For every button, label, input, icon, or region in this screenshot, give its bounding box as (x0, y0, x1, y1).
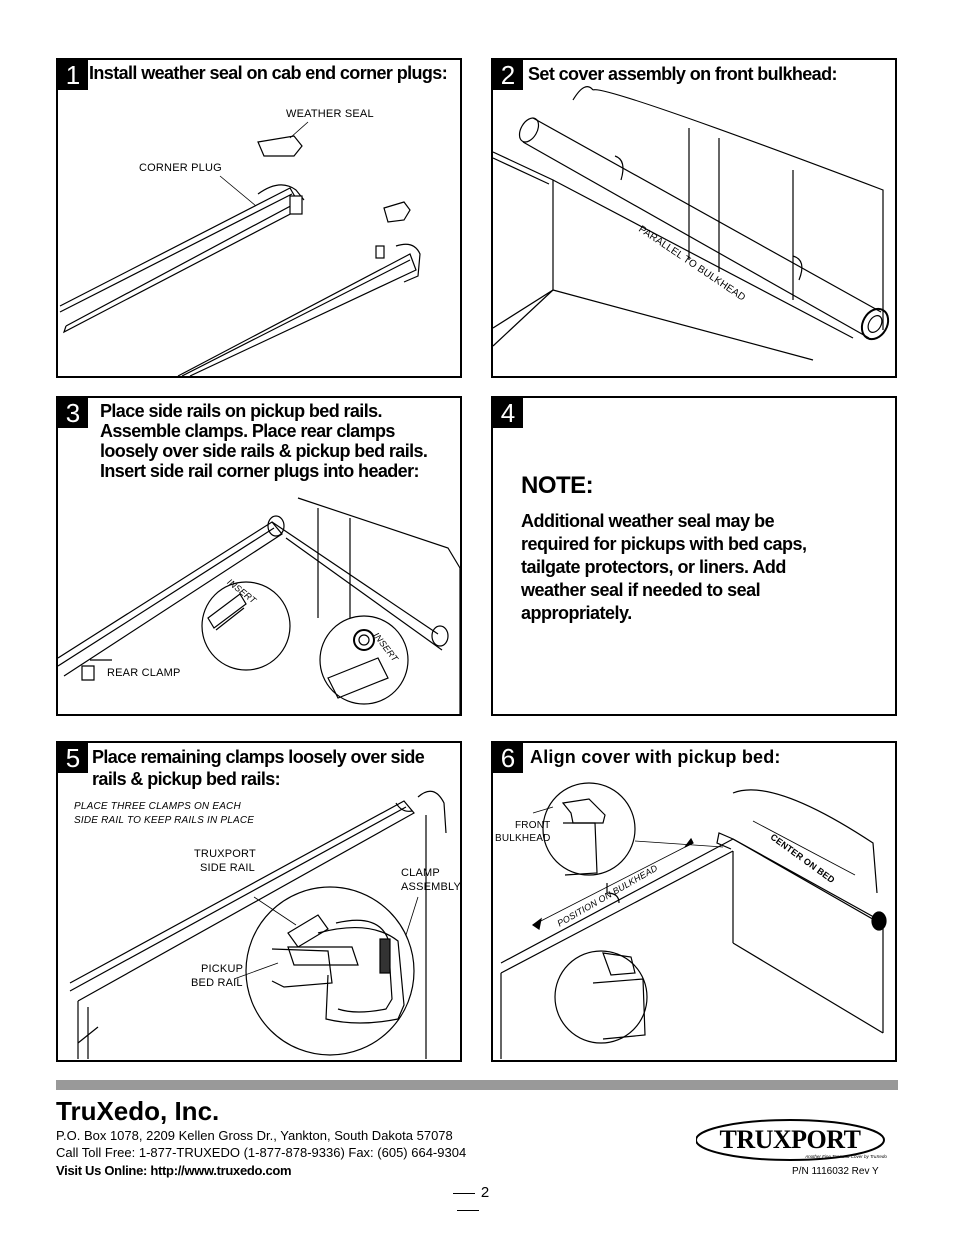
step-title: Align cover with pickup bed: (530, 747, 781, 767)
note-line-2: required for pickups with bed caps, (521, 534, 807, 554)
note-line-5: appropriately. (521, 603, 632, 623)
company-name: TruXedo, Inc. (56, 1096, 220, 1126)
step-5-panel: 5 Place remaining clamps loosely over si… (56, 741, 462, 1062)
step-6-panel: 6 Align cover with pickup bed: (491, 741, 897, 1062)
company-phone: Call Toll Free: 1-877-TRUXEDO (1-877-878… (56, 1145, 467, 1160)
step-title: Set cover assembly on front bulkhead: (528, 64, 837, 84)
step-4-panel: 4 NOTE: Additional weather seal may be r… (491, 396, 897, 716)
note-heading: NOTE: (521, 472, 594, 499)
step-3-panel: 3 Place side rails on pickup bed rails. … (56, 396, 462, 716)
step-number: 6 (493, 743, 523, 773)
instruction-line-1: PLACE THREE CLAMPS ON EACH (74, 801, 241, 812)
step-title-line-4: Insert side rail corner plugs into heade… (100, 461, 419, 481)
footer-divider (56, 1080, 898, 1090)
front-bulkhead-label-2: BULKHEAD (495, 833, 551, 844)
instruction-line-2: SIDE RAIL TO KEEP RAILS IN PLACE (74, 815, 255, 826)
rear-clamp-label: REAR CLAMP (107, 667, 181, 679)
step-number: 5 (58, 743, 88, 773)
step-title-line-3: loosely over side rails & pickup bed rai… (100, 441, 428, 461)
page-number: 2 (433, 1184, 503, 1218)
logo-tagline: Another Fine Tonneau Cover by TruXedo (804, 1154, 887, 1159)
step-title: Install weather seal on cab end corner p… (89, 63, 448, 83)
side-rail-illustration (58, 497, 460, 714)
bulkhead-illustration (493, 86, 890, 361)
side-rail-label-1: TRUXPORT (194, 848, 256, 860)
clamp-illustration (69, 790, 447, 1059)
step-number: 1 (58, 60, 88, 90)
step-number: 3 (58, 398, 88, 428)
alignment-illustration (500, 782, 887, 1059)
step-title-line-2: Assemble clamps. Place rear clamps (100, 421, 395, 441)
step-2-panel: 2 Set cover assembly on front bulkhead: … (491, 58, 897, 378)
clamp-label-1: CLAMP (401, 867, 440, 879)
step-title-line-2: rails & pickup bed rails: (92, 769, 281, 789)
logo-text: TRUXPORT (720, 1125, 861, 1154)
corner-plug-illustration (59, 121, 421, 376)
step-title-line-1: Place side rails on pickup bed rails. (100, 401, 383, 421)
weather-seal-label: WEATHER SEAL (286, 108, 374, 120)
part-number: P/N 1116032 Rev Y (792, 1166, 879, 1177)
truxport-logo: TRUXPORT Another Fine Tonneau Cover by T… (696, 1119, 887, 1161)
front-bulkhead-label-1: FRONT (515, 820, 551, 831)
step-1-panel: 1 Install weather seal on cab end corner… (56, 58, 462, 378)
bed-rail-label-2: BED RAIL (191, 977, 243, 989)
company-address: P.O. Box 1078, 2209 Kellen Gross Dr., Ya… (56, 1128, 453, 1143)
corner-plug-label: CORNER PLUG (139, 162, 222, 174)
side-rail-label-2: SIDE RAIL (200, 862, 255, 874)
bed-rail-label-1: PICKUP (201, 963, 244, 975)
step-number: 2 (493, 60, 523, 90)
note-line-1: Additional weather seal may be (521, 511, 775, 531)
note-line-4: weather seal if needed to seal (521, 580, 761, 600)
page-number-value: 2 (480, 1184, 490, 1201)
note-line-3: tailgate protectors, or liners. Add (521, 557, 786, 577)
company-website: Visit Us Online: http://www.truxedo.com (56, 1163, 292, 1178)
step-title-line-1: Place remaining clamps loosely over side (92, 747, 425, 767)
step-number: 4 (493, 398, 523, 428)
clamp-label-2: ASSEMBLY (401, 881, 462, 893)
